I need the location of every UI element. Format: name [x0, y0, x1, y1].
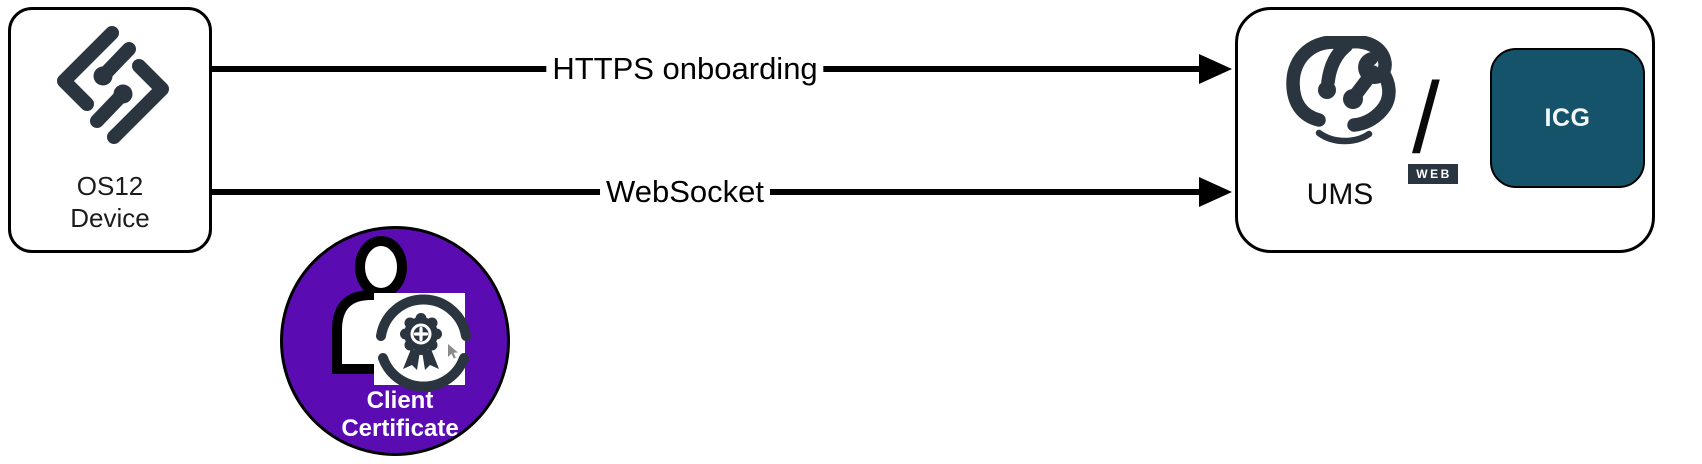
igel-ums-web-logo-icon: WEB: [1286, 35, 1458, 184]
arrow-label: WebSocket: [600, 174, 770, 210]
icg-label: ICG: [1544, 103, 1591, 132]
web-badge: WEB: [1408, 164, 1458, 184]
igel-os12-logo-icon: [53, 25, 173, 145]
device-label-line2: Device: [70, 203, 150, 233]
person-certificate-icon: [332, 236, 471, 392]
certificate-label: Client Certificate: [283, 387, 507, 443]
certificate-label-line2: Certificate: [341, 415, 459, 442]
arrowhead-icon: [1199, 177, 1232, 207]
ums-node: WEB / ICG UMS: [1235, 7, 1655, 253]
device-label-line1: OS12: [76, 171, 144, 201]
arrow-label: HTTPS onboarding: [546, 51, 824, 87]
icg-box: ICG: [1490, 48, 1645, 188]
os12-device-node: OS12 Device: [8, 7, 212, 253]
device-node-label: OS12 Device: [11, 170, 209, 234]
client-certificate-badge: Client Certificate: [280, 226, 510, 456]
certificate-label-line1: Client: [366, 387, 434, 414]
slash-separator: /: [1412, 62, 1440, 174]
arrowhead-icon: [1199, 54, 1232, 84]
ums-label: UMS: [1306, 178, 1374, 211]
cursor-artifact-icon: [448, 344, 458, 359]
